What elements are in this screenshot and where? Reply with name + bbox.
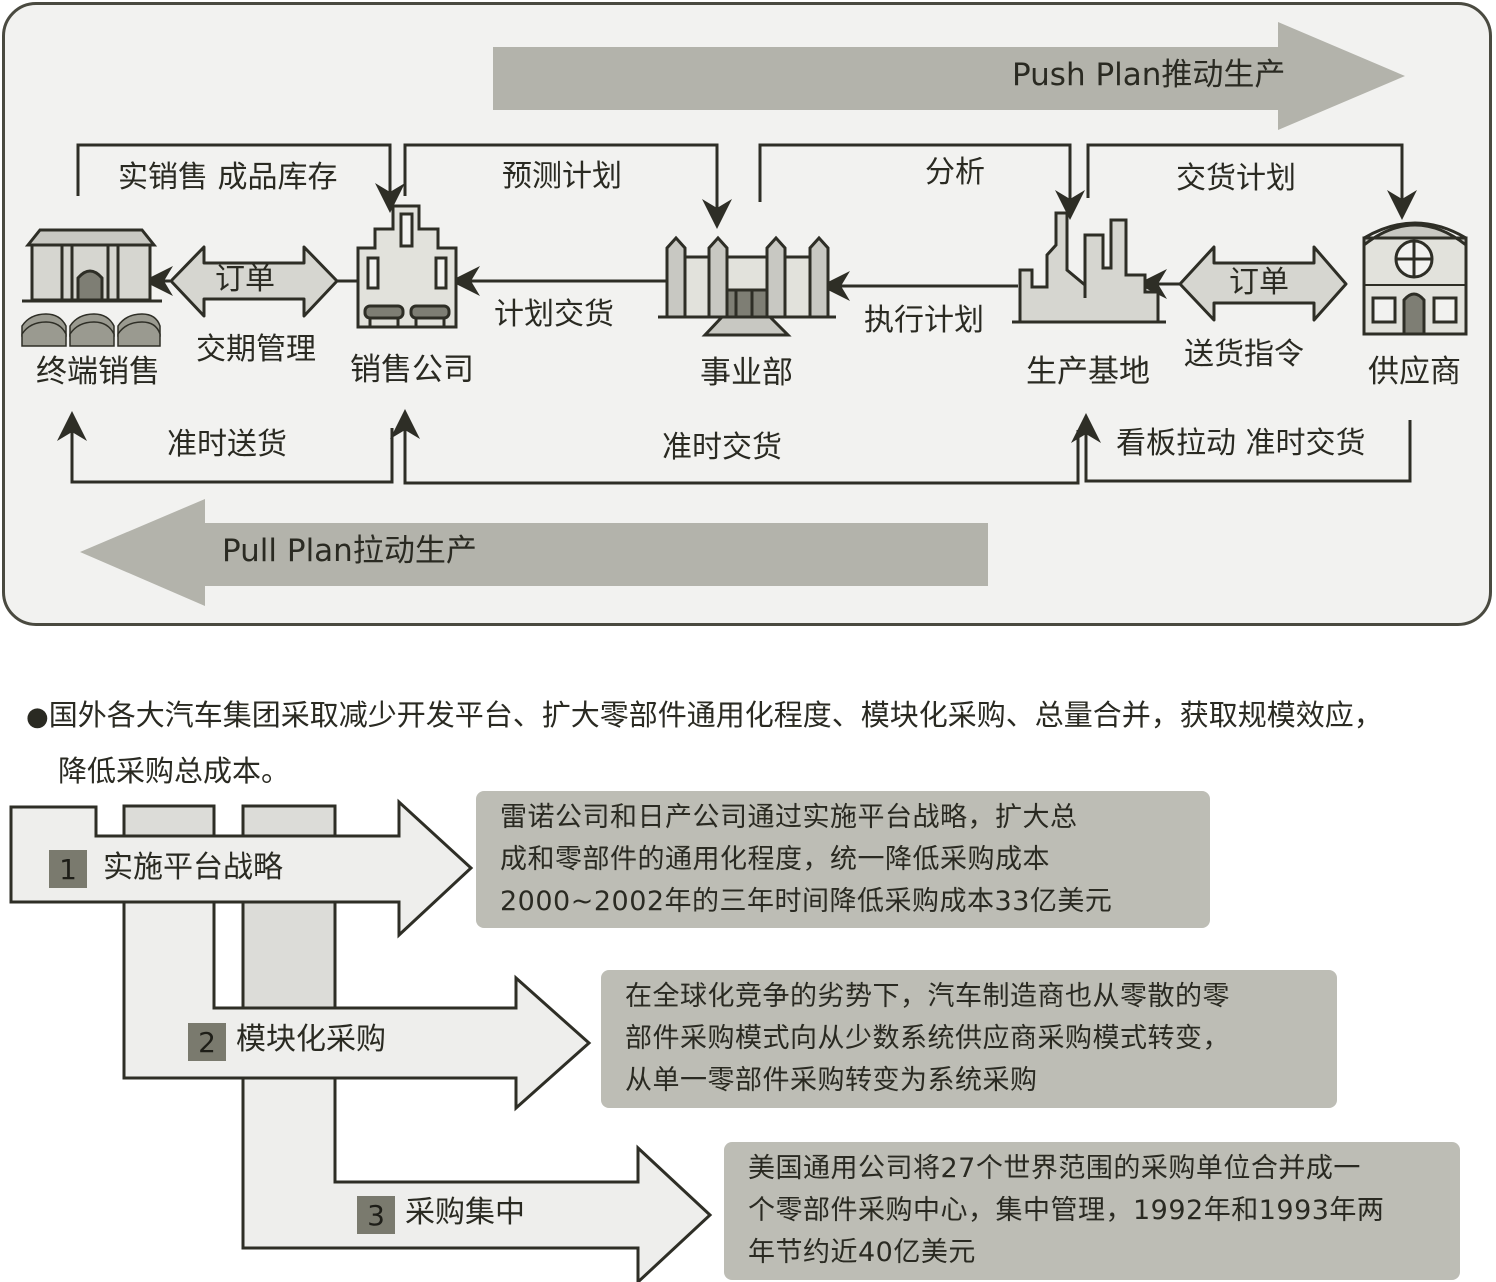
showroom-with-cars-icon: [21, 228, 162, 347]
flow-line-division-to-plant: [758, 143, 1085, 220]
push-plan-label: Push Plan推动生产: [1012, 57, 1286, 93]
step-2-description-box: 在全球化竞争的劣势下，汽车制造商也从零散的零 部件采购模式向从少数系统供应商采购…: [601, 970, 1337, 1108]
step-1-description-line: 成和零部件的通用化程度，统一降低采购成本: [500, 844, 1050, 875]
flow-label-actual-sales-inventory: 实销售 成品库存: [118, 160, 338, 195]
step-2-description-line: 在全球化竞争的劣势下，汽车制造商也从零散的零: [625, 981, 1230, 1012]
push-plan-arrow: [493, 22, 1405, 130]
flow-label-analysis: 分析: [925, 155, 985, 190]
summary-line-2: 降低采购总成本。: [58, 754, 291, 788]
sales-office-building-icon: [356, 204, 458, 329]
flow-label-forecast-plan: 预测计划: [502, 159, 622, 194]
node-label-division: 事业部: [700, 355, 793, 391]
order-double-arrow-left: [169, 245, 339, 318]
flow-line-plant-to-supplier: [1086, 143, 1417, 220]
step-1-description-line: 雷诺公司和日产公司通过实施平台战略，扩大总: [500, 802, 1078, 833]
flow-line-sales-to-retail: [57, 411, 394, 484]
flow-label-on-time-shipping: 准时送货: [167, 427, 287, 462]
flow-line-retail-to-sales: [76, 143, 405, 213]
flow-line-supplier-to-plant: [1071, 413, 1412, 483]
pull-plan-arrow: [80, 499, 988, 606]
flow-label-kanban-pull: 看板拉动 准时交货: [1116, 426, 1366, 461]
summary-line-1: 国外各大汽车集团采取减少开发平台、扩大零部件通用化程度、模块化采购、总量合并，获…: [48, 698, 1383, 732]
step-2-number-badge: 2: [188, 1023, 226, 1061]
step-2-description-line: 从单一零部件采购转变为系统采购: [625, 1065, 1038, 1096]
flow-label-delivery-instruction: 送货指令: [1184, 337, 1304, 372]
bullet-marker: ●: [26, 702, 49, 732]
step-1-description-line: 2000~2002年的三年时间降低采购成本33亿美元: [500, 886, 1113, 917]
node-label-production-base: 生产基地: [1026, 354, 1150, 390]
flow-label-on-time-delivery: 准时交货: [662, 430, 782, 465]
summary-bullet: ●国外各大汽车集团采取减少开发平台、扩大零部件通用化程度、模块化采购、总量合并，…: [26, 688, 1486, 798]
flow-line-plant-to-sales: [390, 409, 1080, 485]
division-headquarters-icon: [658, 235, 836, 337]
step-2-arrow: [122, 900, 592, 1112]
supply-chain-graphics: [21, 22, 1468, 606]
order-label-left: 订单: [215, 262, 275, 297]
supplier-house-icon: [1362, 221, 1468, 336]
flow-label-execute-plan: 执行计划: [864, 303, 984, 338]
flow-label-planned-delivery: 计划交货: [494, 297, 614, 332]
step-3-description-line: 个零部件采购中心，集中管理，1992年和1993年两: [748, 1195, 1385, 1226]
node-label-retail: 终端销售: [36, 354, 160, 390]
step-1-number-badge: 1: [49, 850, 87, 888]
node-label-sales-company: 销售公司: [350, 352, 474, 388]
step-1-description-box: 雷诺公司和日产公司通过实施平台战略，扩大总 成和零部件的通用化程度，统一降低采购…: [476, 791, 1210, 928]
node-label-supplier: 供应商: [1368, 354, 1461, 390]
pull-plan-label: Pull Plan拉动生产: [222, 533, 477, 569]
step-3-description-line: 美国通用公司将27个世界范围的采购单位合并成一: [748, 1153, 1361, 1184]
flow-label-lead-time-management: 交期管理: [196, 332, 316, 367]
step-3-arrow: [241, 1076, 713, 1282]
step-3-description-box: 美国通用公司将27个世界范围的采购单位合并成一 个零部件采购中心，集中管理，19…: [724, 1142, 1460, 1280]
order-label-right: 订单: [1229, 265, 1289, 300]
factory-icon: [1012, 211, 1166, 324]
order-double-arrow-right: [1178, 245, 1348, 322]
step-3-number-badge: 3: [357, 1196, 395, 1234]
step-2-title: 模块化采购: [236, 1022, 386, 1057]
flow-label-delivery-plan: 交货计划: [1176, 161, 1296, 196]
step-2-description-line: 部件采购模式向从少数系统供应商采购模式转变，: [625, 1023, 1230, 1054]
step-1-title: 实施平台战略: [103, 850, 283, 885]
step-3-description-line: 年节约近40亿美元: [748, 1237, 976, 1268]
step-3-title: 采购集中: [405, 1195, 525, 1230]
flow-line-sales-to-division: [403, 143, 732, 229]
